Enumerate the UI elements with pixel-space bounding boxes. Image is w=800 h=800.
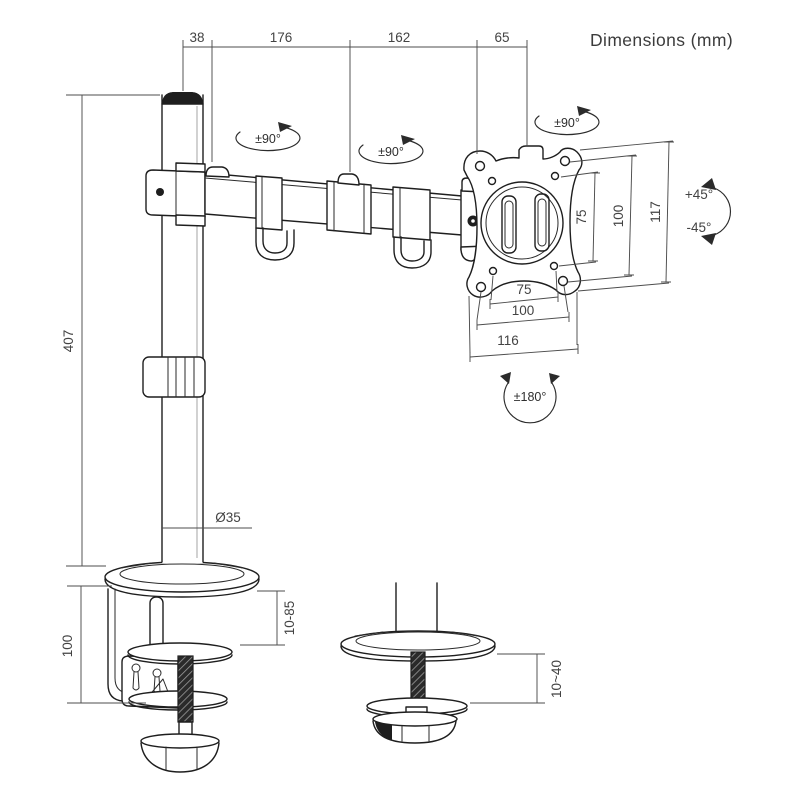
arm-screw-2 bbox=[337, 173, 360, 186]
base-plate bbox=[104, 561, 260, 598]
dimension-pole-height: 407 bbox=[61, 94, 160, 567]
dim-pole-diameter: Ø35 bbox=[215, 510, 241, 525]
dimension-vesa-right: 75 100 117 bbox=[558, 140, 674, 292]
dim-vesa-slot-width: 75 bbox=[516, 282, 531, 297]
tilt-up-label: +45° bbox=[685, 187, 713, 202]
dim-vesa-hole-height: 100 bbox=[611, 205, 626, 228]
dim-clamp-range: 10-85 bbox=[282, 601, 297, 636]
vesa-center-boss bbox=[480, 181, 564, 265]
dim-clamp-height: 100 bbox=[60, 635, 75, 658]
tilt-arrow-icon: +45° -45° bbox=[685, 178, 731, 245]
dim-top-176: 176 bbox=[270, 30, 293, 45]
grommet-threaded-rod bbox=[410, 651, 426, 706]
arm bbox=[145, 162, 487, 269]
dim-vesa-slot-height: 75 bbox=[574, 209, 589, 224]
rotation-arrow-icon-plate-rotate: ±180° bbox=[500, 372, 560, 424]
pole-collar bbox=[142, 356, 206, 398]
dim-grommet-range: 10~40 bbox=[549, 660, 564, 698]
dim-plate-height: 117 bbox=[648, 201, 663, 223]
dimension-grommet-range: 10~40 bbox=[470, 653, 564, 704]
pole-cap bbox=[162, 92, 203, 104]
clamp-threaded-rod bbox=[177, 655, 194, 723]
arm-screw-1 bbox=[205, 166, 230, 178]
dimension-top-chain: 38 176 162 65 bbox=[182, 30, 528, 172]
cable-hook-1 bbox=[255, 227, 295, 261]
dim-top-162: 162 bbox=[388, 30, 411, 45]
vesa-plate bbox=[463, 145, 583, 298]
rotation-label-vesa-swivel: ±90° bbox=[554, 116, 580, 130]
vesa-slot-right bbox=[534, 193, 550, 252]
dim-top-65: 65 bbox=[494, 30, 509, 45]
desk-clamp bbox=[107, 588, 233, 773]
arm-clip-sleeve-1 bbox=[255, 175, 283, 231]
rotation-arrow-icon-joint1: ±90° bbox=[235, 122, 301, 152]
rotation-annotations: ±90° ±90° ±90° ±180° +45° -45° bbox=[235, 106, 731, 424]
vesa-slot-left bbox=[501, 195, 517, 254]
dimensions: 38 176 162 65 407 100 Ø35 bbox=[60, 30, 674, 704]
dimension-pole-diameter: Ø35 bbox=[162, 510, 252, 529]
grommet-knob bbox=[372, 711, 458, 727]
rotation-label-plate-rotate: ±180° bbox=[514, 390, 547, 404]
grommet-mount bbox=[340, 582, 496, 744]
pole bbox=[142, 92, 206, 563]
arm-clip-sleeve-2 bbox=[392, 186, 431, 241]
dimension-vesa-bottom: 75 100 116 bbox=[468, 270, 579, 362]
dim-plate-width: 116 bbox=[497, 333, 519, 348]
rotation-arrow-icon-vesa-swivel: ±90° bbox=[534, 106, 600, 136]
rotation-arrow-icon-joint2: ±90° bbox=[358, 135, 424, 165]
dimension-clamp-range: 10-85 bbox=[240, 590, 297, 646]
dim-pole-height: 407 bbox=[61, 330, 76, 353]
rotation-label-joint1: ±90° bbox=[255, 132, 281, 146]
dim-vesa-hole-width: 100 bbox=[512, 303, 535, 318]
clamp-knob bbox=[140, 733, 220, 749]
rotation-label-joint2: ±90° bbox=[378, 145, 404, 159]
dimension-clamp-height: 100 bbox=[60, 585, 146, 704]
tilt-down-label: -45° bbox=[687, 220, 712, 235]
diagram-title: Dimensions (mm) bbox=[590, 30, 733, 50]
dim-top-38: 38 bbox=[189, 30, 204, 45]
cable-hook-2 bbox=[393, 236, 432, 269]
